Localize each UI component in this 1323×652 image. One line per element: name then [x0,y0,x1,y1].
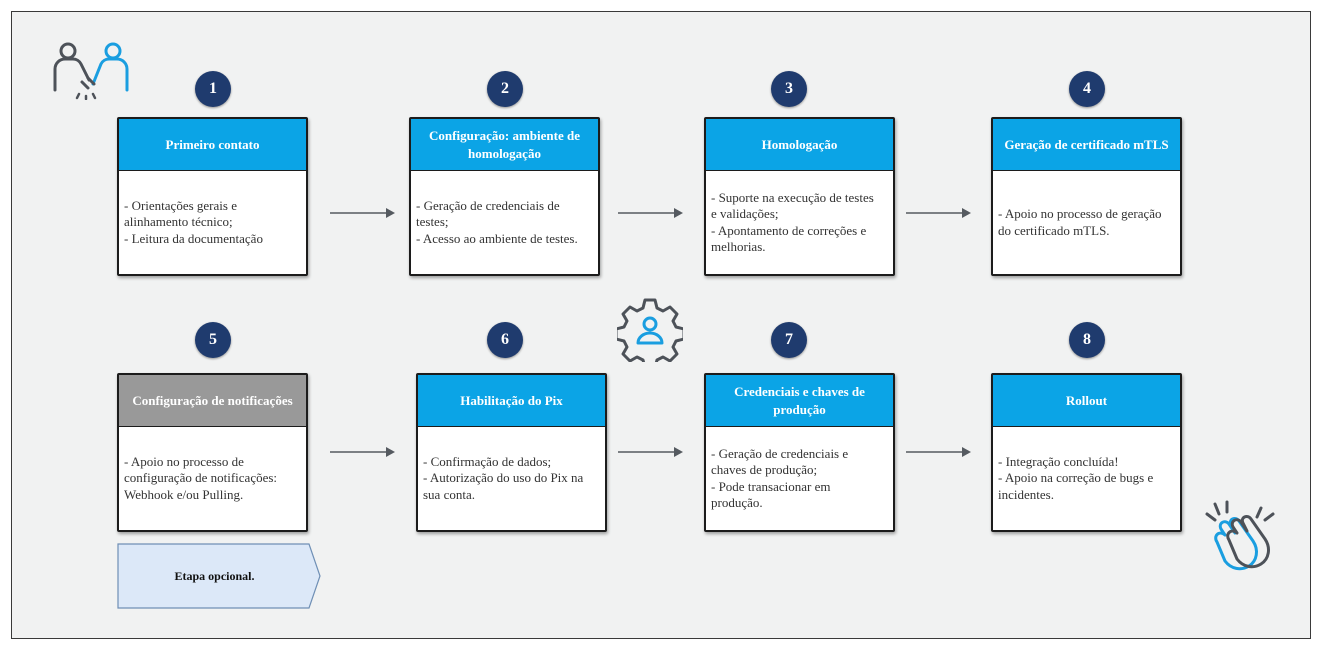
optional-stage-label: Etapa opcional. [174,568,255,583]
step-text-2: - Geração de credenciais de testes; - Ac… [416,197,578,246]
step-body-6: - Confirmação de dados; - Autorização do… [418,427,605,530]
step-text-5: - Apoio no processo de configuração de n… [124,453,278,502]
step-card-1: Primeiro contato - Orientações gerais e … [117,117,308,276]
step-title-6: Habilitação do Pix [418,375,605,427]
step-card-5: Configuração de notificações - Apoio no … [117,373,308,532]
step-body-4: - Apoio no processo de geração do certif… [993,171,1180,274]
arrow-1-2 [330,208,395,218]
optional-stage-shape [117,543,321,609]
step-number-1: 1 [195,71,231,107]
step-number-2: 2 [487,71,523,107]
step-title-2: Configuração: ambiente de homologação [411,119,598,171]
step-text-7: - Geração de credenciais e chaves de pro… [711,445,849,511]
step-body-5: - Apoio no processo de configuração de n… [119,427,306,530]
step-text-8: - Integração concluída! - Apoio na corre… [998,453,1154,502]
handshake-people-icon [53,42,129,100]
arrow-7-8 [906,447,971,457]
step-text-6: - Confirmação de dados; - Autorização do… [423,453,584,502]
step-body-3: - Suporte na execução de testes e valida… [706,171,893,274]
step-card-8: Rollout - Integração concluída! - Apoio … [991,373,1182,532]
step-card-7: Credenciais e chaves de produção - Geraç… [704,373,895,532]
step-title-8: Rollout [993,375,1180,427]
arrow-6-7 [618,447,683,457]
step-text-1: - Orientações gerais e alinhamento técni… [124,197,263,246]
step-body-8: - Integração concluída! - Apoio na corre… [993,427,1180,530]
step-number-8: 8 [1069,322,1105,358]
step-text-4: - Apoio no processo de geração do certif… [998,206,1162,238]
arrow-5-6 [330,447,395,457]
step-title-1: Primeiro contato [119,119,306,171]
step-card-3: Homologação - Suporte na execução de tes… [704,117,895,276]
step-body-2: - Geração de credenciais de testes; - Ac… [411,171,598,274]
clapping-hands-icon [1205,500,1275,571]
step-body-1: - Orientações gerais e alinhamento técni… [119,171,306,274]
step-number-3: 3 [771,71,807,107]
step-number-6: 6 [487,322,523,358]
step-text-3: - Suporte na execução de testes e valida… [711,189,874,255]
step-card-4: Geração de certificado mTLS - Apoio no p… [991,117,1182,276]
step-number-4: 4 [1069,71,1105,107]
step-card-2: Configuração: ambiente de homologação - … [409,117,600,276]
step-title-5: Configuração de notificações [119,375,306,427]
arrow-2-3 [618,208,683,218]
step-number-5: 5 [195,322,231,358]
step-title-3: Homologação [706,119,893,171]
step-title-4: Geração de certificado mTLS [993,119,1180,171]
step-body-7: - Geração de credenciais e chaves de pro… [706,427,893,530]
step-number-7: 7 [771,322,807,358]
arrow-3-4 [906,208,971,218]
step-card-6: Habilitação do Pix - Confirmação de dado… [416,373,607,532]
optional-stage-legend: Etapa opcional. [117,543,322,609]
gear-user-icon [617,298,683,362]
step-title-7: Credenciais e chaves de produção [706,375,893,427]
